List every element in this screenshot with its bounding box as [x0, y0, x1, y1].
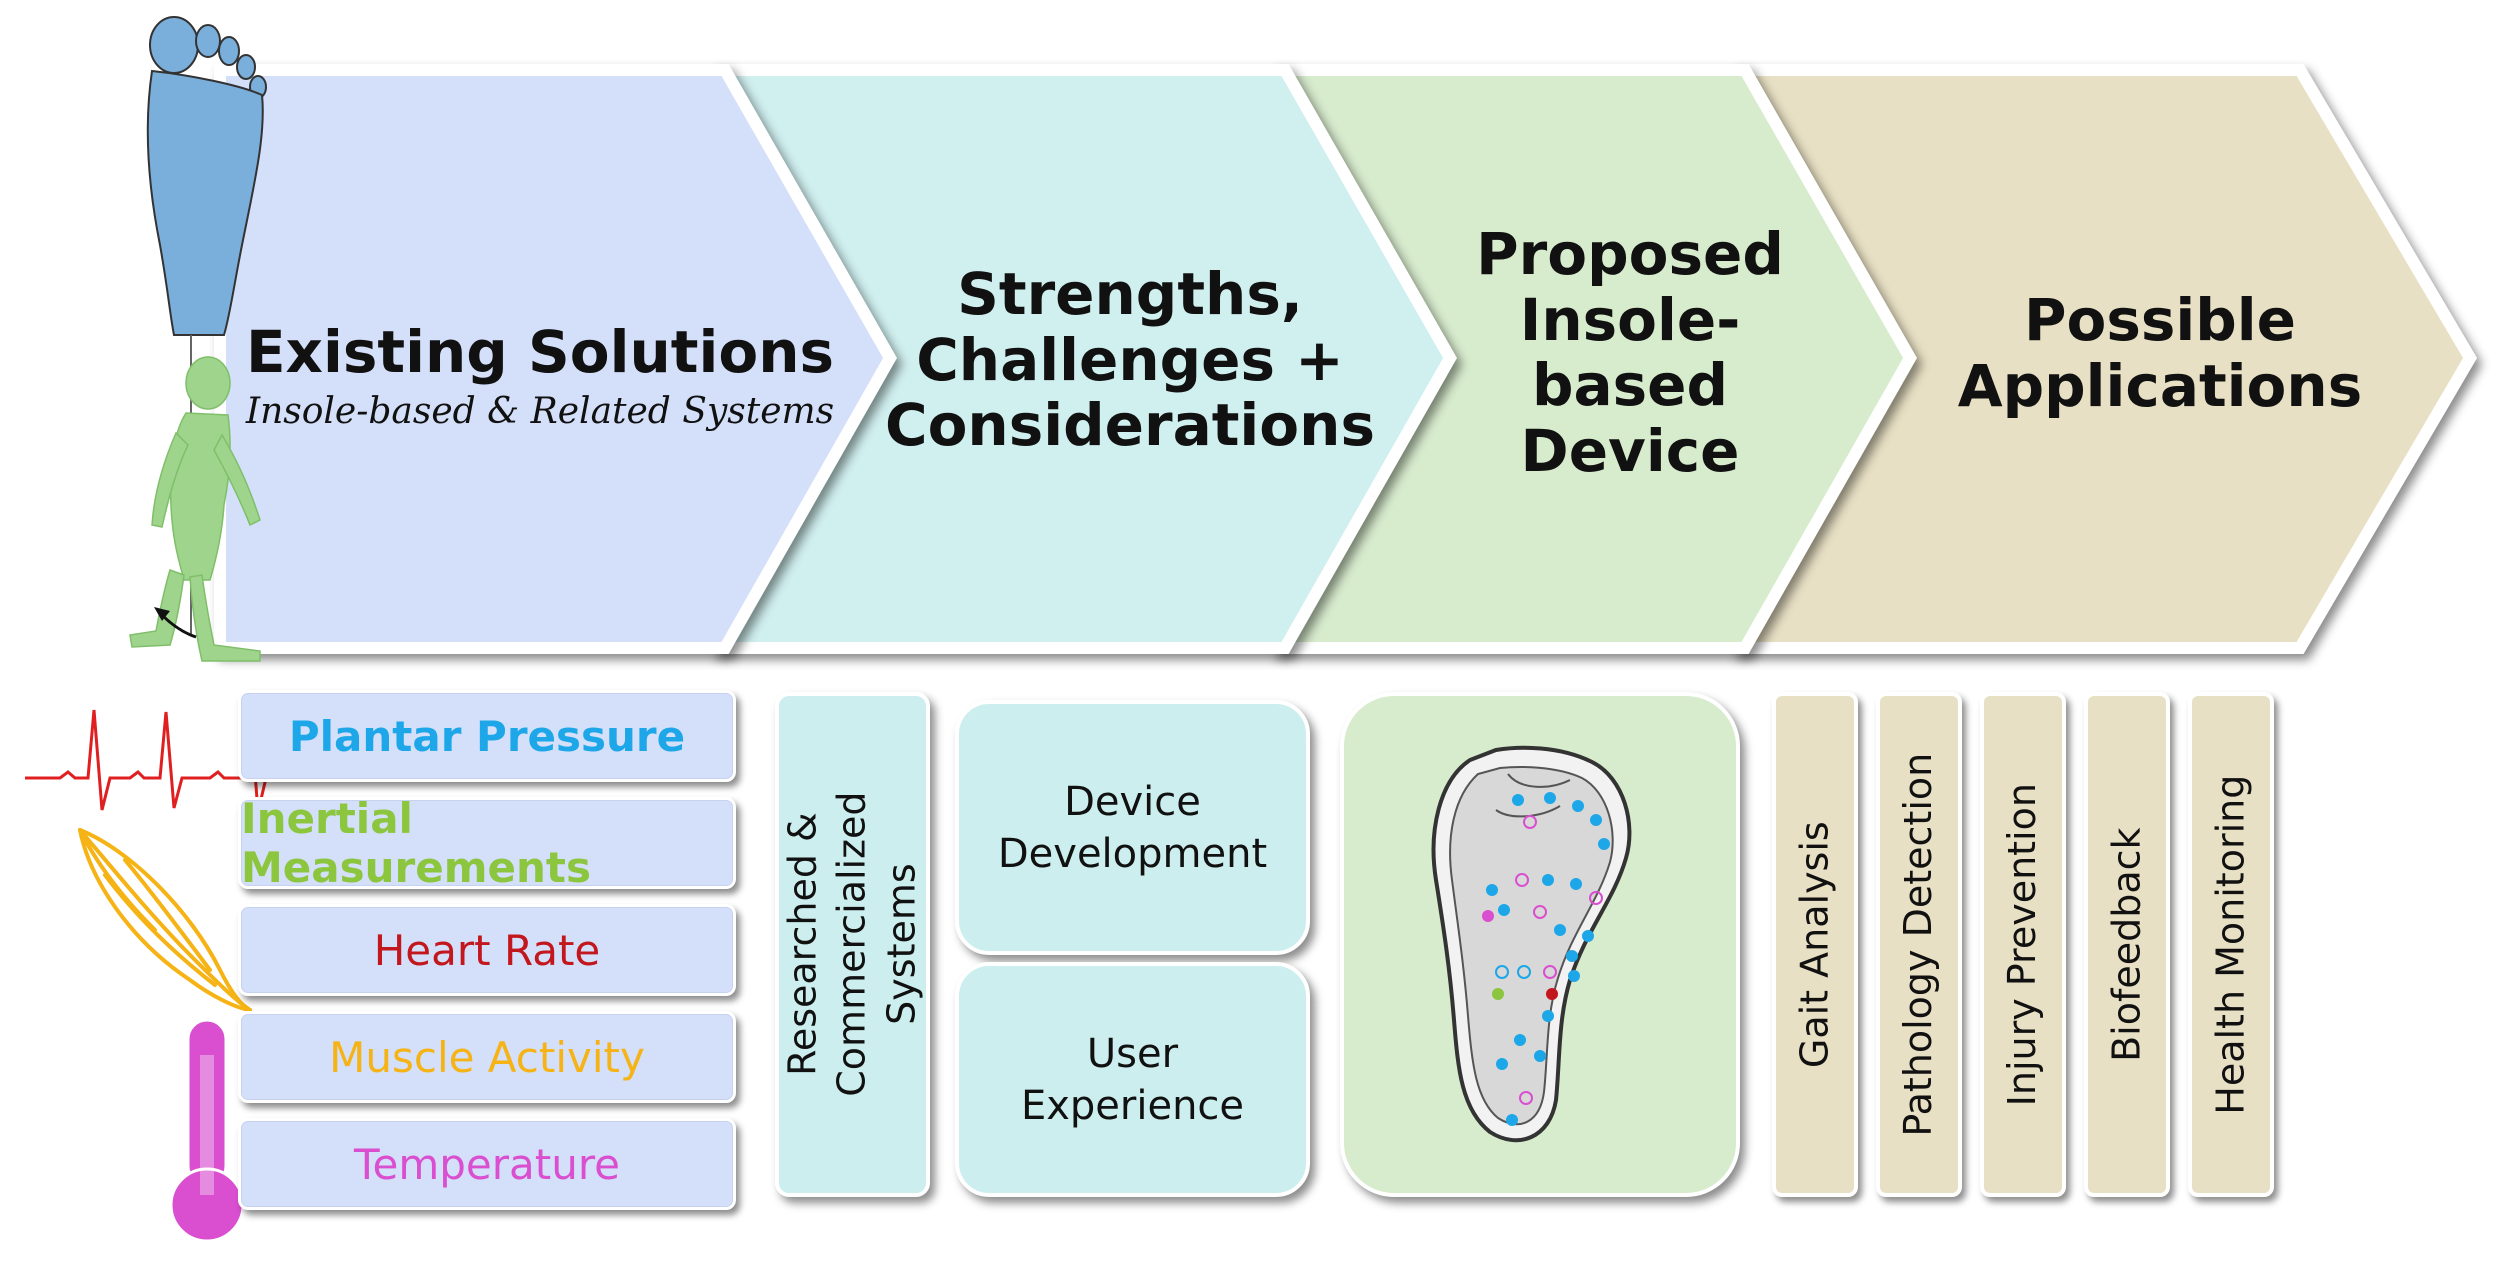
app-biofeedback-label: Biofeedback: [2104, 827, 2149, 1062]
app-gait-analysis-box: [1772, 692, 1858, 1197]
researched-systems-label-wrap: Researched & Commercialized Systems: [775, 692, 930, 1197]
sensor-label: Inertial Measurements: [241, 794, 591, 892]
sensor-dot: [1534, 1050, 1546, 1062]
sensor-dot: [1572, 800, 1584, 812]
thermometer-icon: [169, 1018, 245, 1243]
app-pathology-detection-label: Pathology Detection: [1896, 752, 1941, 1137]
app-gait-analysis-label: Gait Analysis: [1792, 821, 1837, 1068]
app-pathology-detection-box: [1876, 692, 1962, 1197]
sensor-dot: [1486, 884, 1498, 896]
app-injury-prevention-box: [1980, 692, 2066, 1197]
sensor-dot: [1498, 904, 1510, 916]
sensor-dot: [1589, 891, 1603, 905]
sensor-dot: [1582, 930, 1594, 942]
sensor-dot: [1542, 1010, 1554, 1022]
app-gait-analysis-wrap: Gait Analysis: [1772, 692, 1858, 1197]
sensor-label: Heart Rate: [373, 925, 601, 975]
user-experience-label: User Experience: [1020, 1030, 1245, 1129]
sensor-dot: [1519, 1091, 1533, 1105]
sensor-temperature: Temperature: [238, 1118, 736, 1210]
sensor-dot: [1570, 878, 1582, 890]
app-injury-prevention-wrap: Injury Prevention: [1980, 692, 2066, 1197]
researched-systems-label: Researched & Commercialized Systems: [780, 791, 924, 1098]
sensor-dot: [1566, 950, 1578, 962]
sensor-inertial-measurements: Inertial Measurements: [238, 794, 736, 892]
stage-2-title: Strengths, Challenges + Considerations: [885, 260, 1375, 460]
sensor-dot: [1533, 905, 1547, 919]
sensor-dot: [1544, 792, 1556, 804]
device-development-box: Device Development: [955, 700, 1310, 955]
stage-1-title: Existing Solutions Insole-based & Relate…: [230, 319, 850, 432]
sensor-heart-rate: Heart Rate: [238, 904, 736, 996]
researched-systems-box: [775, 692, 930, 1197]
sensor-dot: [1546, 988, 1558, 1000]
app-health-monitoring-label: Health Monitoring: [2208, 774, 2253, 1115]
chevron-stage-1: [214, 64, 897, 654]
device-development-label: Device Development: [997, 778, 1268, 877]
sensor-dot: [1506, 1114, 1518, 1126]
sensor-label: Muscle Activity: [329, 1032, 645, 1082]
app-health-monitoring-wrap: Health Monitoring: [2188, 692, 2274, 1197]
sensor-dot: [1517, 965, 1531, 979]
sensor-label: Temperature: [353, 1139, 621, 1189]
sensor-dot: [1554, 924, 1566, 936]
sensor-dot: [1523, 815, 1537, 829]
sensor-dot: [1495, 965, 1509, 979]
app-biofeedback-box: [2084, 692, 2170, 1197]
sensor-dot: [1598, 838, 1610, 850]
muscle-icon: [78, 828, 252, 1012]
chevron-band: [214, 64, 2477, 654]
stage-1-subtitle: Insole-based & Related Systems: [245, 390, 835, 432]
sensor-dot: [1496, 1058, 1508, 1070]
stage-4-title: Possible Applications: [1957, 286, 2363, 420]
sensor-dot: [1515, 873, 1529, 887]
sensor-dot: [1590, 814, 1602, 826]
sensor-dot: [1514, 1034, 1526, 1046]
foot-icon: [146, 16, 267, 336]
app-injury-prevention-label: Injury Prevention: [2000, 782, 2045, 1107]
insole-sensor-icon: [1431, 745, 1632, 1143]
sensor-dot: [1568, 970, 1580, 982]
sensor-plantar-pressure: Plantar Pressure: [238, 690, 736, 782]
app-biofeedback-wrap: Biofeedback: [2084, 692, 2170, 1197]
sensor-label: Plantar Pressure: [288, 711, 686, 761]
sensor-dot: [1542, 874, 1554, 886]
sensor-dot: [1492, 988, 1504, 1000]
sensor-muscle-activity: Muscle Activity: [238, 1011, 736, 1103]
sensor-dot: [1512, 794, 1524, 806]
user-experience-box: User Experience: [955, 962, 1310, 1197]
stage-3-title: Proposed Insole- based Device: [1476, 220, 1784, 485]
app-health-monitoring-box: [2188, 692, 2274, 1197]
sensor-dot: [1482, 910, 1494, 922]
walking-person-icon: [129, 356, 261, 662]
sensor-dot: [1543, 965, 1557, 979]
app-pathology-detection-wrap: Pathology Detection: [1876, 692, 1962, 1197]
